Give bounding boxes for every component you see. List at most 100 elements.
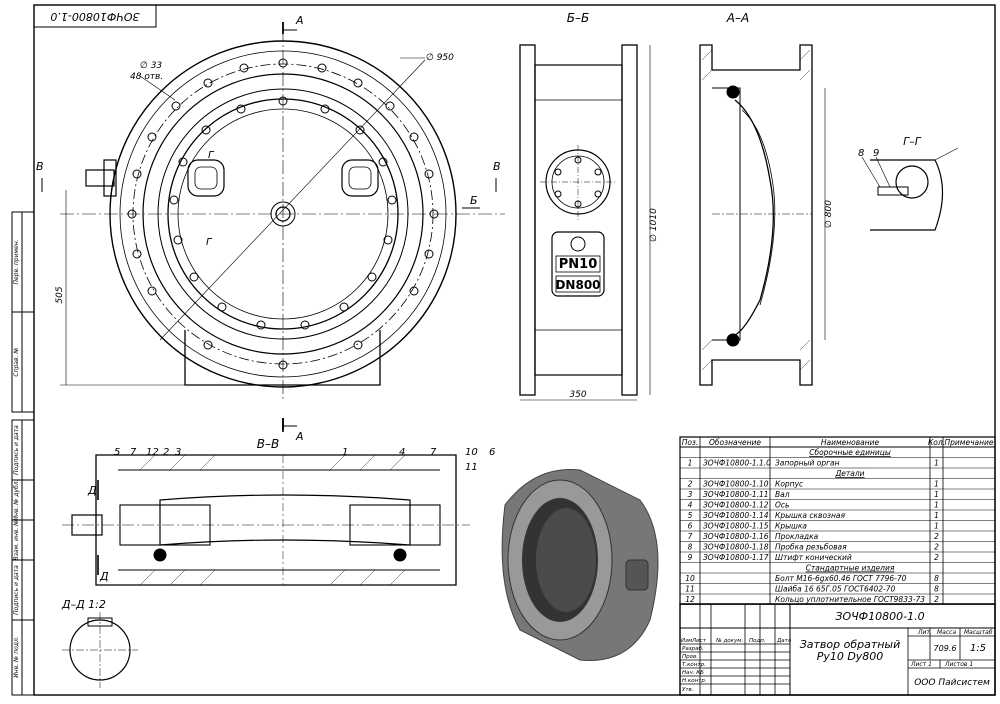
scale-value: 1:5 — [970, 643, 986, 654]
spec-qty: 8 — [934, 585, 939, 594]
spec-name: Пробка резьбовая — [775, 543, 847, 552]
top-code-text: ЗОЧФ10800-1.0 — [50, 10, 139, 23]
spec-qty: 2 — [934, 532, 939, 541]
title-block-grid — [679, 603, 996, 696]
stamp-podpis-1: Подпись и дата — [13, 425, 20, 475]
cut-a-top: А — [295, 14, 304, 27]
spec-pos: 6 — [688, 522, 693, 531]
spec-qty: 8 — [934, 574, 939, 583]
sheet-label: Лист 1 — [910, 661, 932, 668]
stamp-sprav: Справ. № — [13, 347, 20, 376]
role-prov: Пров. — [682, 654, 698, 660]
callout-7a: 7 — [130, 447, 137, 458]
spec-pos: 10 — [685, 574, 695, 583]
spec-header-4: Примечание — [945, 438, 994, 447]
role-razrab: Разраб. — [682, 646, 704, 652]
spec-name: Прокладка — [775, 532, 819, 541]
product-name-line2: Ру10 Dy800 — [817, 650, 884, 663]
isometric-render — [501, 468, 659, 661]
sheets-label: Листов 1 — [944, 661, 973, 668]
side-stamp-labels: Перв. примен. Справ. № Подпись и дата Ин… — [13, 239, 20, 677]
section-vv-title: В–В — [257, 437, 279, 451]
top-code-box — [33, 4, 157, 28]
cut-v-right: В — [493, 160, 501, 173]
stamp-inv-dubl: Инв. № дубл. — [13, 479, 20, 520]
section-gg — [861, 147, 959, 231]
spec-name: Ось — [775, 501, 789, 510]
section-dd — [62, 612, 138, 688]
width-350-label: 350 — [569, 390, 586, 400]
lit-label: Лит. — [917, 629, 932, 636]
spec-code: ЗОЧФ10800-1.16 — [703, 532, 769, 541]
spec-pos: 8 — [688, 543, 693, 552]
callout-5: 5 — [114, 447, 120, 458]
spec-qty: 2 — [934, 553, 939, 562]
mass-label: Масса — [937, 629, 956, 636]
tb-ndokum: № докум. — [715, 638, 743, 644]
section-bb-title: Б–Б — [567, 11, 589, 25]
product-name-line1: Затвор обратный — [800, 638, 901, 651]
front-view — [41, 22, 505, 430]
cut-b-label: Б — [470, 194, 478, 207]
spec-code: ЗОЧФ10800-1.1.0 — [703, 459, 771, 468]
side-view-bb — [519, 44, 651, 401]
plate-dn: DN800 — [555, 278, 600, 292]
inner-bolt-ring — [169, 96, 397, 330]
cut-g-bottom: Г — [206, 237, 213, 248]
stamp-vzam-inv: Взам. инв. № — [13, 520, 20, 561]
plate-pn: PN10 — [559, 257, 598, 272]
spec-code: ЗОЧФ10800-1.11 — [703, 490, 769, 499]
spec-qty: 1 — [934, 522, 939, 531]
spec-pos: 9 — [688, 553, 693, 562]
spec-code: ЗОЧФ10800-1.10 — [703, 480, 769, 489]
section-aa-hatch — [701, 49, 811, 371]
role-tkontr: Т.контр. — [682, 662, 706, 668]
tb-list: Лист — [691, 638, 707, 644]
spec-qty: 1 — [934, 480, 939, 489]
mass-value: 709.6 — [934, 644, 957, 653]
spec-pos: 11 — [685, 585, 695, 594]
spec-pos: 12 — [685, 595, 695, 604]
cut-d-top: Д — [87, 484, 97, 497]
spec-pos: 4 — [688, 501, 693, 510]
stamp-podpis-2: Подпись и дата — [13, 565, 20, 615]
callout-4: 4 — [399, 447, 405, 458]
callout-11: 11 — [465, 462, 478, 473]
spec-name: Вал — [775, 490, 790, 499]
doc-code: ЗОЧФ10800-1.0 — [835, 610, 924, 623]
callout-gg-8: 8 — [858, 148, 864, 159]
spec-section-title: Стандартные изделия — [806, 564, 895, 573]
cut-g-top: Г — [208, 150, 215, 161]
callout-7b: 7 — [430, 447, 437, 458]
section-gg-title: Г–Г — [903, 135, 922, 148]
spec-name: Кольцо уплотнительное ГОСТ9833-73 — [775, 595, 925, 604]
spec-pos: 7 — [688, 532, 693, 541]
company-name: ООО Пайсистем — [914, 678, 990, 688]
spec-pos: 1 — [688, 459, 693, 468]
spec-name: Запорный орган — [775, 459, 840, 468]
spec-qty: 2 — [934, 543, 939, 552]
spec-code: ЗОЧФ10800-1.14 — [703, 511, 769, 520]
tb-col-headers: Изм Лист № докум. Подп. Дата — [681, 638, 792, 644]
stamp-inv-podl: Инв. № подл. — [13, 636, 20, 677]
tb-roles: Разраб. Пров. Т.контр. Нач. КБ Н.контр. … — [682, 646, 707, 693]
spec-header-1: Обозначение — [709, 438, 761, 447]
callout-3: 3 — [175, 447, 181, 458]
spec-code: ЗОЧФ10800-1.17 — [703, 553, 769, 562]
spec-code: ЗОЧФ10800-1.18 — [703, 543, 769, 552]
spec-qty: 1 — [934, 511, 939, 520]
spec-name: Корпус — [775, 480, 804, 489]
flange-holes — [127, 58, 439, 370]
hole-count-label: 48 отв. — [130, 72, 163, 82]
cut-a-bottom: А — [295, 430, 304, 443]
spec-code: ЗОЧФ10800-1.15 — [703, 522, 769, 531]
section-aa-title: А–А — [726, 11, 749, 25]
spec-section-title: Детали — [834, 469, 864, 478]
callout-gg-9: 9 — [873, 148, 879, 159]
tb-data: Дата — [776, 638, 792, 644]
spec-section-title: Сборочные единицы — [809, 448, 891, 457]
spec-name: Крышка — [775, 522, 807, 531]
spec-name: Шайба 16 65Г.05 ГОСТ6402-70 — [775, 585, 896, 594]
tb-izm: Изм — [681, 638, 692, 644]
